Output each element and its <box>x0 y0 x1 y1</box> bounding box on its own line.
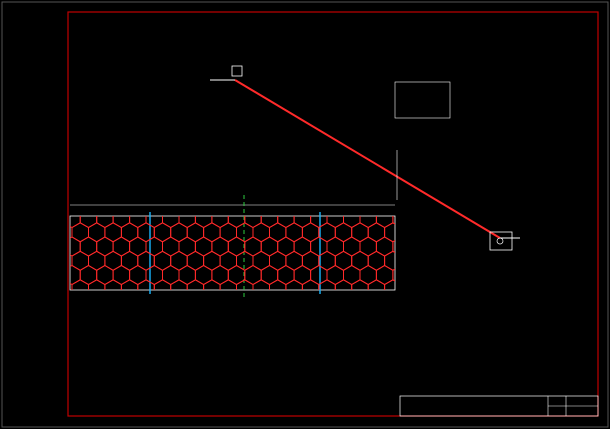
hexagon-cell <box>401 223 417 242</box>
hexagon-cell <box>401 251 417 270</box>
hexagon-cell <box>88 279 106 290</box>
hexagon-cell <box>252 279 270 290</box>
title-block <box>399 395 599 417</box>
hexagon-cell <box>120 279 139 290</box>
slope-section <box>210 65 520 251</box>
hexagon-cell <box>186 279 205 290</box>
hexagon-cell <box>137 279 155 290</box>
hexagon-cell <box>153 279 172 290</box>
hexagon-mesh <box>70 216 417 299</box>
toe-drain <box>489 231 513 251</box>
toe-pipe <box>496 237 504 245</box>
hexagon-cell <box>301 279 320 290</box>
hexagon-cell <box>367 279 386 290</box>
hexagon-cell <box>71 279 89 290</box>
hexagon-cell <box>236 279 254 290</box>
top-drain <box>231 65 243 77</box>
hexagon-cell <box>401 280 417 299</box>
hexagon-cell <box>285 279 303 290</box>
hexagon-cell <box>318 279 336 290</box>
mesh-plan <box>69 195 417 300</box>
slope-line <box>234 79 501 239</box>
drawing-border <box>67 11 599 417</box>
hexagon-cell <box>269 279 287 290</box>
hexagon-cell <box>334 279 353 290</box>
hexagon-cell <box>170 279 188 290</box>
hexagon-cell <box>203 279 221 290</box>
hexagon-cell <box>219 279 237 290</box>
hexagon-cell <box>351 279 369 290</box>
hexagon-cell <box>384 279 395 290</box>
hexagon-cell <box>104 279 122 290</box>
legend-box <box>394 81 451 119</box>
